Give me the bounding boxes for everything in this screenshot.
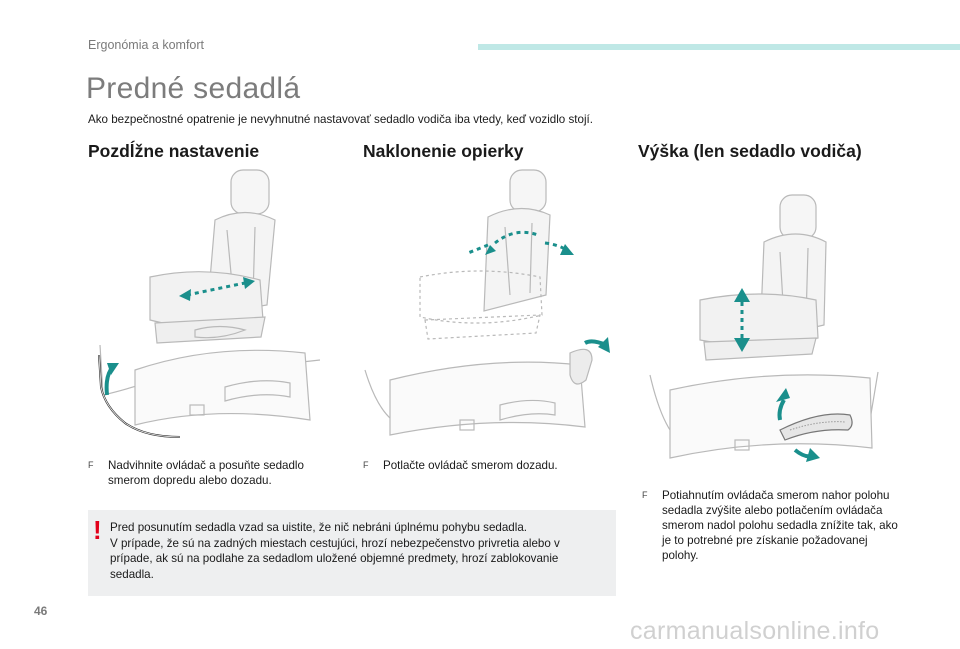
page-title: Predné sedadlá — [86, 72, 301, 105]
bullet-text: Nadvihnite ovládač a posuňte sedadlo sme… — [108, 459, 304, 487]
bullet-mark: F — [642, 490, 648, 500]
bullet-mark: F — [363, 460, 369, 470]
warning-box: ! Pred posunutím sedadla vzad sa uistite… — [88, 510, 616, 596]
warning-text: Pred posunutím sedadla vzad sa uistite, … — [110, 520, 605, 582]
intro-text: Ako bezpečnostné opatrenie je nevyhnutné… — [88, 113, 593, 126]
seat-height-adjustment-icon — [649, 194, 879, 462]
warning-line-1: Pred posunutím sedadla vzad sa uistite, … — [110, 521, 527, 534]
bullet-backrest: F Potlačte ovládač smerom dozadu. — [363, 458, 613, 473]
warning-line-2: V prípade, že sú na zadných miestach ces… — [110, 536, 560, 581]
heading-backrest: Naklonenie opierky — [363, 141, 524, 161]
seat-backrest-tilt-icon — [364, 169, 610, 436]
seat-longitudinal-adjustment-icon — [98, 169, 321, 438]
bullet-text: Potiahnutím ovládača smerom nahor polohu… — [662, 489, 898, 562]
heading-height: Výška (len sedadlo vodiča) — [638, 141, 862, 161]
watermark: carmanualsonline.info — [630, 617, 880, 645]
page-number: 46 — [34, 604, 48, 618]
heading-longitudinal: Pozdĺžne nastavenie — [88, 141, 260, 161]
bullet-height: F Potiahnutím ovládača smerom nahor polo… — [642, 488, 900, 563]
header-accent-bar — [478, 44, 960, 50]
bullet-mark: F — [88, 460, 94, 470]
bullet-longitudinal: F Nadvihnite ovládač a posuňte sedadlo s… — [88, 458, 338, 488]
bullet-text: Potlačte ovládač smerom dozadu. — [383, 459, 558, 472]
warning-icon: ! — [93, 515, 102, 545]
section-label: Ergonómia a komfort — [88, 38, 205, 52]
